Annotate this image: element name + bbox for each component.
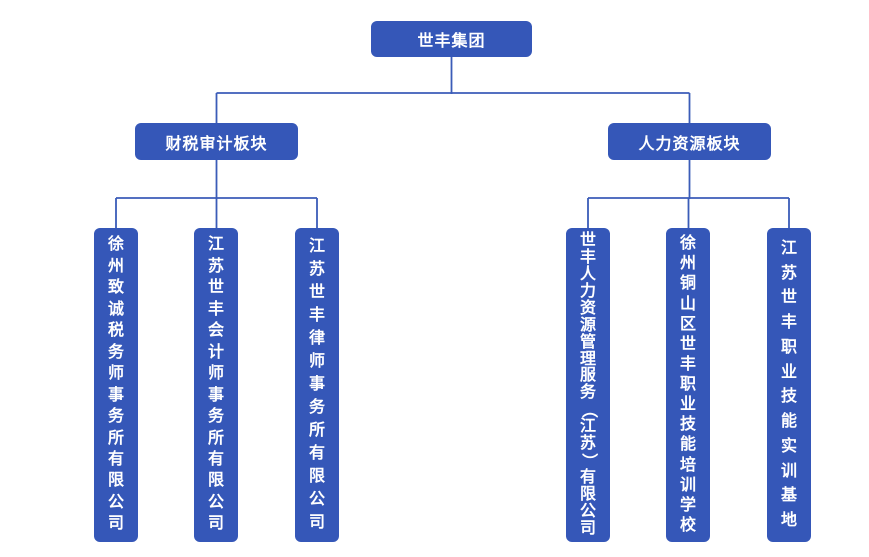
org-node-division-label: 人力资源板块 xyxy=(638,135,741,153)
org-node-company-training-school: 徐州铜山区世丰职业技能培训学校 xyxy=(666,228,710,542)
org-node-company-hr-services: 世丰人力资源管理服务（江苏）有限公司 xyxy=(566,228,610,542)
org-node-division-human-resources: 人力资源板块 xyxy=(608,123,771,160)
org-node-division-label: 财税审计板块 xyxy=(165,135,268,153)
org-node-root: 世丰集团 xyxy=(371,21,532,57)
org-node-company-tax-firm: 徐州致诚税务师事务所有限公司 xyxy=(94,228,138,542)
org-node-root-label: 世丰集团 xyxy=(417,33,486,50)
org-node-division-finance-tax-audit: 财税审计板块 xyxy=(135,123,298,160)
org-node-company-accounting-firm: 江苏世丰会计师事务所有限公司 xyxy=(194,228,238,542)
org-node-company-law-firm: 江苏世丰律师事务所有限公司 xyxy=(295,228,339,542)
org-node-company-training-base: 江苏世丰职业技能实训基地 xyxy=(767,228,811,542)
